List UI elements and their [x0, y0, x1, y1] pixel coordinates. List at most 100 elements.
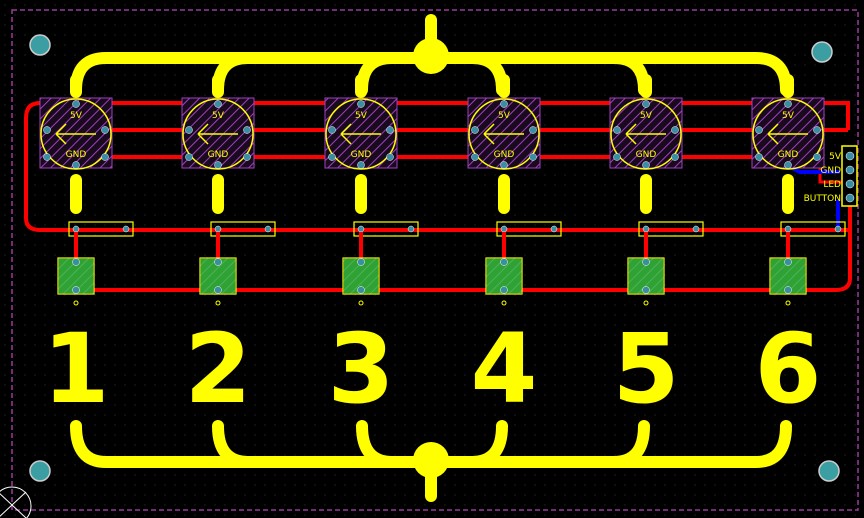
- led-pad[interactable]: [357, 100, 365, 108]
- resistor-footprint[interactable]: [210, 221, 276, 262]
- led-pad[interactable]: [471, 126, 479, 134]
- led-pad[interactable]: [500, 100, 508, 108]
- led-pad[interactable]: [471, 153, 479, 161]
- led-pad[interactable]: [529, 153, 537, 161]
- led-pad[interactable]: [43, 153, 51, 161]
- led-pad[interactable]: [101, 126, 109, 134]
- led-pad[interactable]: [671, 153, 679, 161]
- switch-pin-bottom[interactable]: [784, 286, 792, 294]
- led-pad[interactable]: [784, 100, 792, 108]
- resistor-pad-b[interactable]: [550, 225, 558, 233]
- resistor-pad-b[interactable]: [692, 225, 700, 233]
- switch-pin1-marker: [358, 300, 364, 306]
- resistor-pad-b[interactable]: [407, 225, 415, 233]
- led-pad[interactable]: [642, 161, 650, 169]
- resistor-pad-a[interactable]: [784, 225, 792, 233]
- switch-pin-bottom[interactable]: [72, 286, 80, 294]
- led-pad[interactable]: [813, 126, 821, 134]
- led-label-5v: 5V: [70, 111, 83, 121]
- mounting-hole-top-right[interactable]: [811, 41, 833, 63]
- led-pad[interactable]: [243, 126, 251, 134]
- resistor-footprint[interactable]: [638, 221, 704, 262]
- switch-pin-top[interactable]: [72, 258, 80, 266]
- connector-label-gnd: GND: [820, 166, 841, 176]
- led-label-gnd: GND: [494, 150, 515, 160]
- switch-pin-top[interactable]: [214, 258, 222, 266]
- led-pad[interactable]: [613, 153, 621, 161]
- switch-footprint[interactable]: [57, 257, 95, 306]
- resistor-pad-a[interactable]: [357, 225, 365, 233]
- resistor-pad-a[interactable]: [72, 225, 80, 233]
- mounting-holes: [29, 34, 840, 482]
- switch-footprint[interactable]: [769, 257, 807, 306]
- resistor-pad-b[interactable]: [264, 225, 272, 233]
- resistor-pad-b[interactable]: [834, 225, 842, 233]
- mounting-hole-bottom-left[interactable]: [29, 460, 51, 482]
- led-pad[interactable]: [671, 126, 679, 134]
- resistor-pad-a[interactable]: [642, 225, 650, 233]
- led-label-gnd: GND: [778, 150, 799, 160]
- led-pad[interactable]: [185, 153, 193, 161]
- switch-footprint[interactable]: [627, 257, 665, 306]
- switch-pin-bottom[interactable]: [357, 286, 365, 294]
- led-pad[interactable]: [43, 126, 51, 134]
- switch-footprint[interactable]: [485, 257, 523, 306]
- arrow-left-icon: [625, 123, 666, 145]
- led-outline: [325, 98, 397, 170]
- led-pad[interactable]: [214, 161, 222, 169]
- led-pad[interactable]: [72, 100, 80, 108]
- led-pad[interactable]: [185, 126, 193, 134]
- led-pad[interactable]: [813, 153, 821, 161]
- led-pad[interactable]: [101, 153, 109, 161]
- resistor-pad-a[interactable]: [500, 225, 508, 233]
- switch-pin-top[interactable]: [500, 258, 508, 266]
- resistor-footprint[interactable]: [780, 221, 846, 262]
- header-connector[interactable]: 5V GND LED BUTTON: [804, 145, 858, 207]
- led-pad[interactable]: [500, 161, 508, 169]
- switch-pin-top[interactable]: [784, 258, 792, 266]
- connector-outline: [841, 145, 858, 207]
- connector-label-led: LED: [823, 180, 841, 190]
- switch-pin-top[interactable]: [357, 258, 365, 266]
- led-pad[interactable]: [784, 161, 792, 169]
- led-pad[interactable]: [529, 126, 537, 134]
- led-pad[interactable]: [72, 161, 80, 169]
- led-pad[interactable]: [357, 161, 365, 169]
- resistor-pad-a[interactable]: [214, 225, 222, 233]
- switch-pin-top[interactable]: [642, 258, 650, 266]
- led-pad[interactable]: [328, 153, 336, 161]
- led-pad[interactable]: [214, 100, 222, 108]
- switch-footprint[interactable]: [199, 257, 237, 306]
- connector-pin-gnd[interactable]: [845, 165, 855, 175]
- resistor-pad-b[interactable]: [122, 225, 130, 233]
- switch-pin-bottom[interactable]: [214, 286, 222, 294]
- resistor-footprint[interactable]: [68, 221, 134, 262]
- led-pad[interactable]: [328, 126, 336, 134]
- switch-pin-bottom[interactable]: [642, 286, 650, 294]
- connector-pin-button[interactable]: [845, 193, 855, 203]
- connector-pin-led[interactable]: [845, 179, 855, 189]
- led-pad[interactable]: [642, 100, 650, 108]
- mounting-hole-bottom-right[interactable]: [818, 460, 840, 482]
- led-pad[interactable]: [613, 126, 621, 134]
- led-pad[interactable]: [243, 153, 251, 161]
- board-outline: [11, 9, 859, 511]
- led-pad[interactable]: [386, 126, 394, 134]
- led-pad[interactable]: [755, 153, 763, 161]
- connector-pin-5v[interactable]: [845, 151, 855, 161]
- led-pad[interactable]: [755, 126, 763, 134]
- resistor-footprint[interactable]: [496, 221, 562, 262]
- switch-footprint[interactable]: [342, 257, 380, 306]
- resistor-footprint[interactable]: [353, 221, 419, 262]
- switch-pin-bottom[interactable]: [500, 286, 508, 294]
- switch-pin1-marker: [643, 300, 649, 306]
- led-pad[interactable]: [386, 153, 394, 161]
- mounting-hole-top-left[interactable]: [29, 34, 51, 56]
